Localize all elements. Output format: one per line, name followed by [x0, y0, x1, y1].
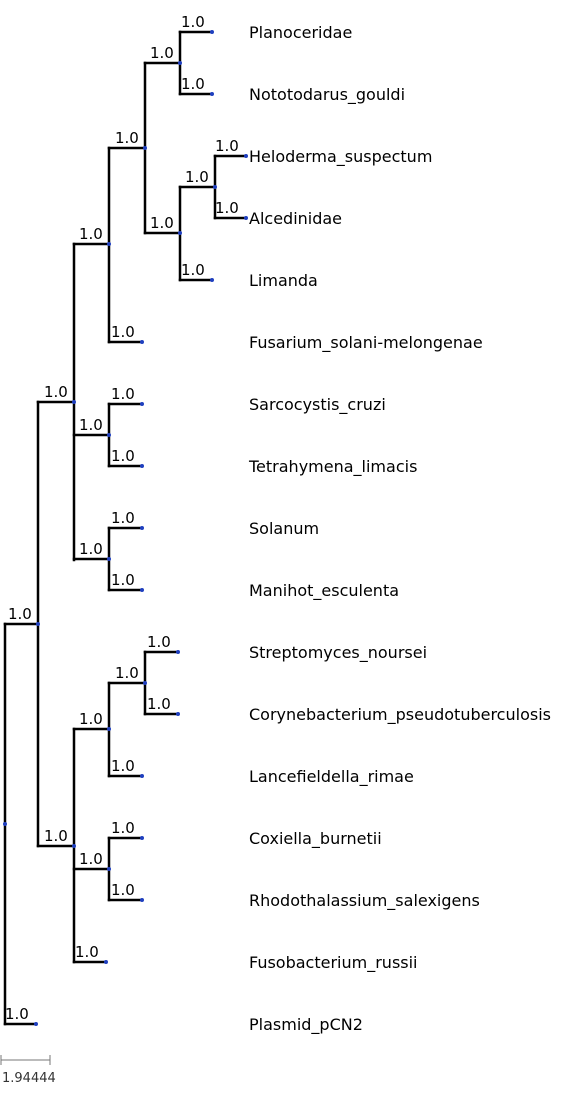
support-values: 1.0 1.0 1.0 1.0 1.0 1.0 1.0 1.0 1.0 1.0 1.0 1.0 1.0 1…: [5, 13, 239, 1023]
support-value: 1.0: [150, 44, 174, 62]
leaf-label: Fusarium_solani-melongenae: [249, 333, 483, 353]
support-value: 1.0: [115, 129, 139, 147]
node-dot: [107, 242, 111, 246]
node-dot: [210, 92, 214, 96]
leaf-label: Lancefieldella_rimae: [249, 767, 414, 787]
leaf-label: Solanum: [249, 519, 319, 538]
support-value: 1.0: [181, 261, 205, 279]
node-dot: [143, 146, 147, 150]
node-dot: [107, 557, 111, 561]
node-dot: [210, 278, 214, 282]
node-dot: [107, 433, 111, 437]
support-value: 1.0: [111, 819, 135, 837]
scale-label: 1.94444: [2, 1071, 56, 1086]
node-dot: [176, 650, 180, 654]
support-value: 1.0: [111, 571, 135, 589]
node-dot: [140, 340, 144, 344]
node-dot: [3, 822, 7, 826]
leaf-label: Rhodothalassium_salexigens: [249, 891, 480, 911]
node-dot: [210, 30, 214, 34]
node-dot: [72, 400, 76, 404]
support-value: 1.0: [150, 214, 174, 232]
leaf-label: Manihot_esculenta: [249, 581, 399, 601]
support-value: 1.0: [215, 199, 239, 217]
node-dots: [3, 30, 248, 1026]
node-dot: [143, 681, 147, 685]
node-dot: [140, 836, 144, 840]
node-dot: [244, 216, 248, 220]
support-value: 1.0: [79, 416, 103, 434]
node-dot: [140, 402, 144, 406]
support-value: 1.0: [111, 509, 135, 527]
node-dot: [213, 185, 217, 189]
leaf-labels: Planoceridae Nototodarus_gouldi Heloderm…: [248, 23, 551, 1035]
node-dot: [140, 464, 144, 468]
leaf-label: Heloderma_suspectum: [249, 147, 432, 167]
support-value: 1.0: [181, 13, 205, 31]
node-dot: [178, 231, 182, 235]
leaf-label: Coxiella_burnetii: [249, 829, 382, 849]
node-dot: [140, 774, 144, 778]
node-dot: [140, 588, 144, 592]
support-value: 1.0: [44, 383, 68, 401]
scale-bar: 1.94444: [0, 1055, 56, 1086]
support-value: 1.0: [79, 540, 103, 558]
leaf-label: Limanda: [249, 271, 318, 290]
node-dot: [72, 844, 76, 848]
support-value: 1.0: [111, 757, 135, 775]
support-value: 1.0: [115, 664, 139, 682]
support-value: 1.0: [147, 633, 171, 651]
node-dot: [178, 61, 182, 65]
leaf-label: Corynebacterium_pseudotuberculosis: [249, 705, 551, 725]
support-value: 1.0: [181, 75, 205, 93]
support-value: 1.0: [79, 850, 103, 868]
support-value: 1.0: [215, 137, 239, 155]
node-dot: [104, 960, 108, 964]
support-value: 1.0: [75, 943, 99, 961]
leaf-label: Alcedinidae: [249, 209, 342, 228]
node-dot: [244, 154, 248, 158]
leaf-label: Nototodarus_gouldi: [249, 85, 405, 105]
leaf-label: Tetrahymena_limacis: [248, 457, 417, 477]
support-value: 1.0: [44, 827, 68, 845]
support-value: 1.0: [147, 695, 171, 713]
node-dot: [107, 727, 111, 731]
support-value: 1.0: [111, 385, 135, 403]
node-dot: [176, 712, 180, 716]
leaf-label: Plasmid_pCN2: [249, 1015, 363, 1035]
node-dot: [140, 898, 144, 902]
node-dot: [140, 526, 144, 530]
support-value: 1.0: [111, 447, 135, 465]
support-value: 1.0: [79, 225, 103, 243]
node-dot: [107, 867, 111, 871]
support-value: 1.0: [111, 323, 135, 341]
support-value: 1.0: [79, 710, 103, 728]
node-dot: [34, 1022, 38, 1026]
support-value: 1.0: [8, 605, 32, 623]
support-value: 1.0: [111, 881, 135, 899]
support-value: 1.0: [185, 168, 209, 186]
leaf-label: Sarcocystis_cruzi: [249, 395, 386, 415]
node-dot: [36, 622, 40, 626]
tree-branches: [3, 30, 248, 1026]
leaf-label: Streptomyces_noursei: [249, 643, 427, 663]
leaf-label: Fusobacterium_russii: [249, 953, 418, 973]
support-value: 1.0: [5, 1005, 29, 1023]
leaf-label: Planoceridae: [249, 23, 352, 42]
